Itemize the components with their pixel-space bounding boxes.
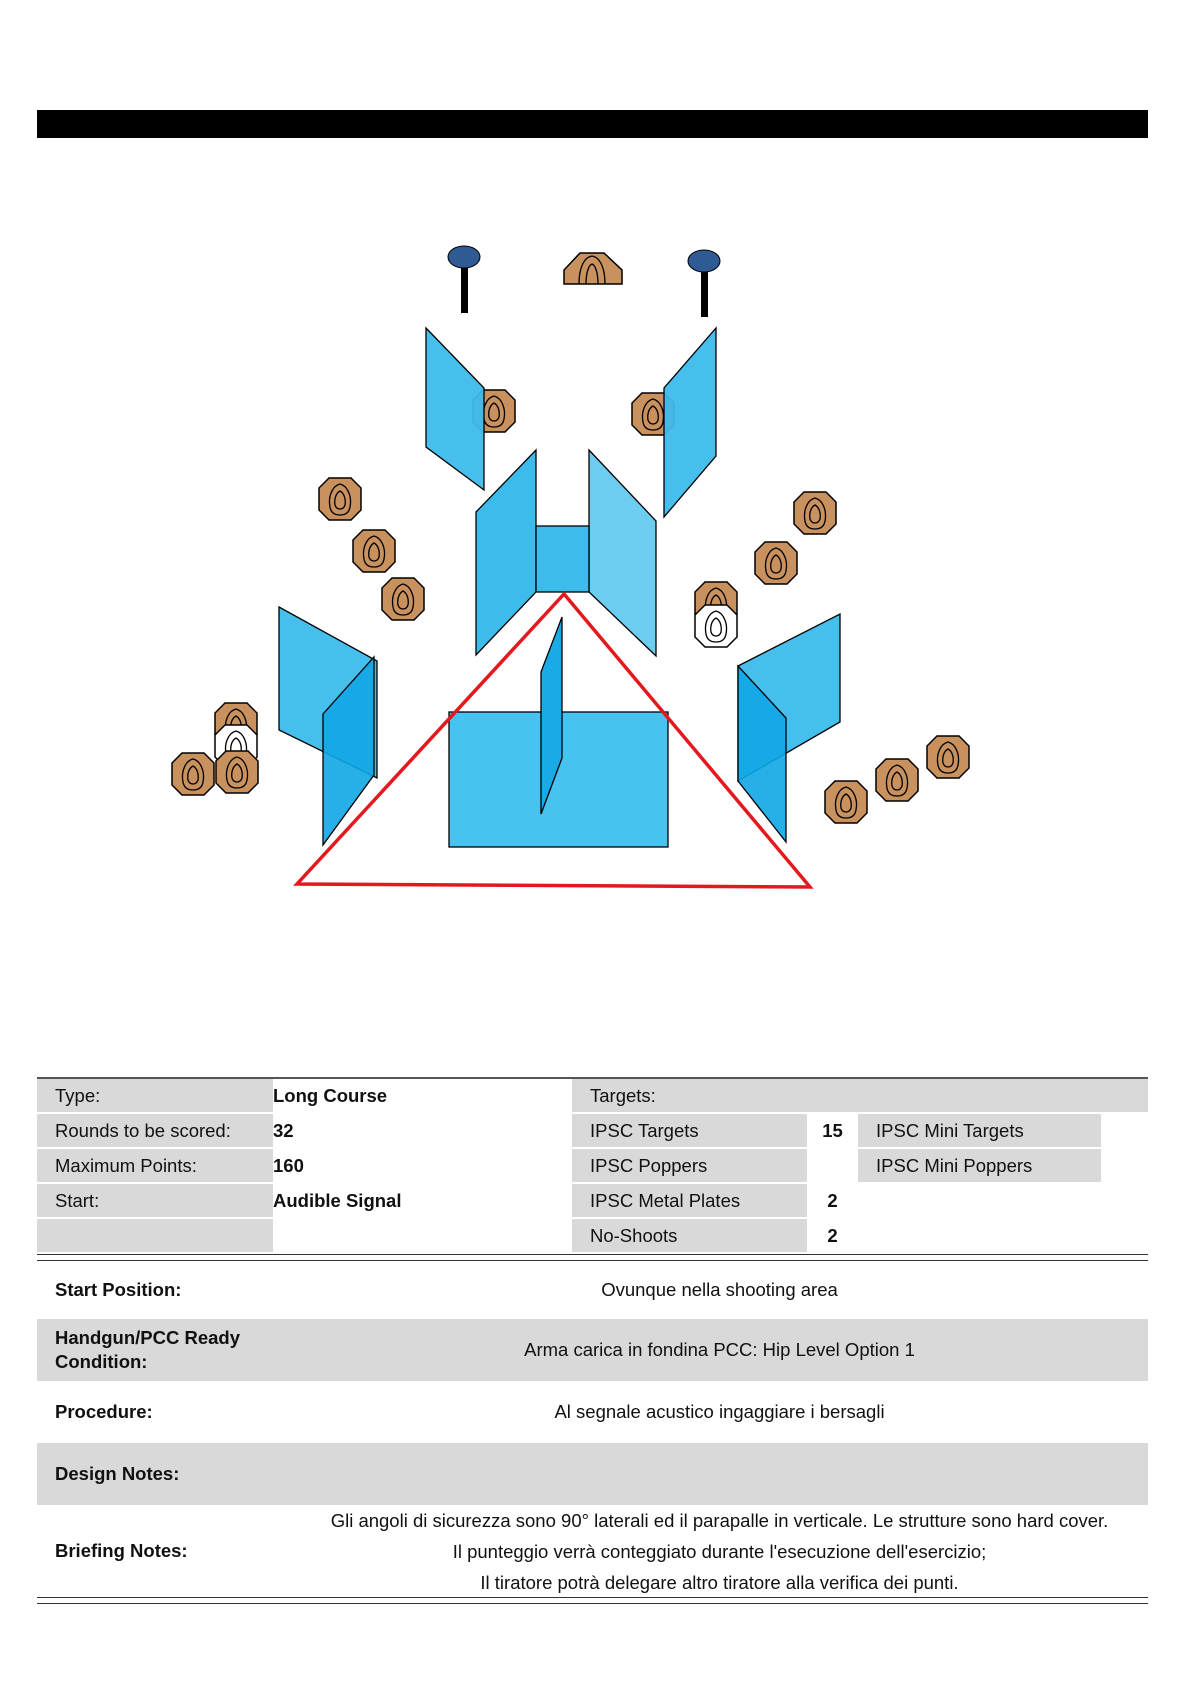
no-shoots-value: 2 bbox=[807, 1218, 858, 1254]
briefing-line: Il punteggio verrà conteggiato durante l… bbox=[452, 1540, 987, 1562]
ipsc-poppers-value bbox=[807, 1148, 858, 1184]
wall-blade bbox=[540, 616, 563, 815]
max-points-value: 160 bbox=[273, 1148, 554, 1184]
section-divider bbox=[37, 1254, 1148, 1261]
type-label: Type: bbox=[37, 1078, 273, 1114]
ready-condition-label: Handgun/PCC Ready Condition: bbox=[55, 1327, 241, 1372]
briefing-notes-label: Briefing Notes: bbox=[55, 1540, 188, 1561]
type-value: Long Course bbox=[273, 1078, 554, 1114]
design-notes-label: Design Notes: bbox=[55, 1463, 180, 1484]
ipsc-metal-plates-value: 2 bbox=[807, 1183, 858, 1219]
shooting-area-fault-line bbox=[293, 591, 814, 889]
stage-info: Type: Long Course Targets: Rounds to be … bbox=[37, 1077, 1148, 1604]
ipsc-target bbox=[352, 529, 396, 573]
ipsc-mini-targets-label: IPSC Mini Targets bbox=[858, 1113, 1101, 1149]
ipsc-target bbox=[381, 577, 425, 621]
design-notes-row: Design Notes: bbox=[37, 1443, 1148, 1505]
wall-center-right bbox=[588, 448, 657, 658]
rounds-value: 32 bbox=[273, 1113, 554, 1149]
ipsc-metal-plates-label: IPSC Metal Plates bbox=[572, 1183, 807, 1219]
ipsc-poppers-label: IPSC Poppers bbox=[572, 1148, 807, 1184]
briefing-notes-text: Gli angoli di sicurezza sono 90° lateral… bbox=[291, 1505, 1148, 1598]
briefing-line: Il tiratore potrà delegare altro tirator… bbox=[480, 1571, 959, 1593]
ipsc-target bbox=[926, 735, 970, 779]
no-shoot-target bbox=[694, 604, 738, 648]
ipsc-target bbox=[318, 477, 362, 521]
start-value: Audible Signal bbox=[273, 1183, 554, 1219]
ipsc-target bbox=[171, 752, 215, 796]
metal-plate-right bbox=[687, 249, 721, 317]
ipsc-target bbox=[824, 780, 868, 824]
wall-lower-right-front bbox=[737, 664, 787, 844]
max-points-label: Maximum Points: bbox=[37, 1148, 273, 1184]
summary-table: Type: Long Course Targets: Rounds to be … bbox=[37, 1077, 1148, 1254]
procedure-label: Procedure: bbox=[55, 1401, 153, 1422]
start-position-row: Start Position: Ovunque nella shooting a… bbox=[37, 1261, 1148, 1319]
wall-center-box bbox=[535, 525, 590, 593]
start-label: Start: bbox=[37, 1183, 273, 1219]
targets-label: Targets: bbox=[572, 1078, 1148, 1114]
wall-lower-left-front bbox=[322, 655, 375, 847]
ipsc-target bbox=[754, 541, 798, 585]
briefing-line: Gli angoli di sicurezza sono 90° lateral… bbox=[330, 1509, 1109, 1531]
metal-plate-left bbox=[447, 245, 481, 313]
ipsc-target bbox=[793, 491, 837, 535]
start-position-label: Start Position: bbox=[55, 1279, 182, 1300]
no-shoots-label: No-Shoots bbox=[572, 1218, 807, 1254]
ipsc-targets-value: 15 bbox=[807, 1113, 858, 1149]
ipsc-mini-poppers-label: IPSC Mini Poppers bbox=[858, 1148, 1101, 1184]
ipsc-targets-label: IPSC Targets bbox=[572, 1113, 807, 1149]
ready-condition-row: Handgun/PCC Ready Condition: Arma carica… bbox=[37, 1319, 1148, 1381]
procedure-value: Al segnale acustico ingaggiare i bersagl… bbox=[554, 1401, 885, 1422]
wall-upper-right bbox=[663, 326, 717, 519]
start-position-value: Ovunque nella shooting area bbox=[601, 1279, 838, 1300]
partial-target-top bbox=[563, 252, 623, 285]
ipsc-target bbox=[875, 758, 919, 802]
procedure-row: Procedure: Al segnale acustico ingaggiar… bbox=[37, 1381, 1148, 1443]
briefing-notes-row: Briefing Notes: Gli angoli di sicurezza … bbox=[37, 1505, 1148, 1597]
ready-condition-value: Arma carica in fondina PCC: Hip Level Op… bbox=[524, 1339, 915, 1360]
stage-diagram bbox=[171, 245, 970, 889]
wall-center-left bbox=[475, 448, 537, 657]
ipsc-target bbox=[215, 750, 259, 794]
header-bar bbox=[37, 110, 1148, 138]
rounds-label: Rounds to be scored: bbox=[37, 1113, 273, 1149]
wall-upper-left bbox=[425, 326, 485, 492]
footer-divider bbox=[37, 1597, 1148, 1604]
